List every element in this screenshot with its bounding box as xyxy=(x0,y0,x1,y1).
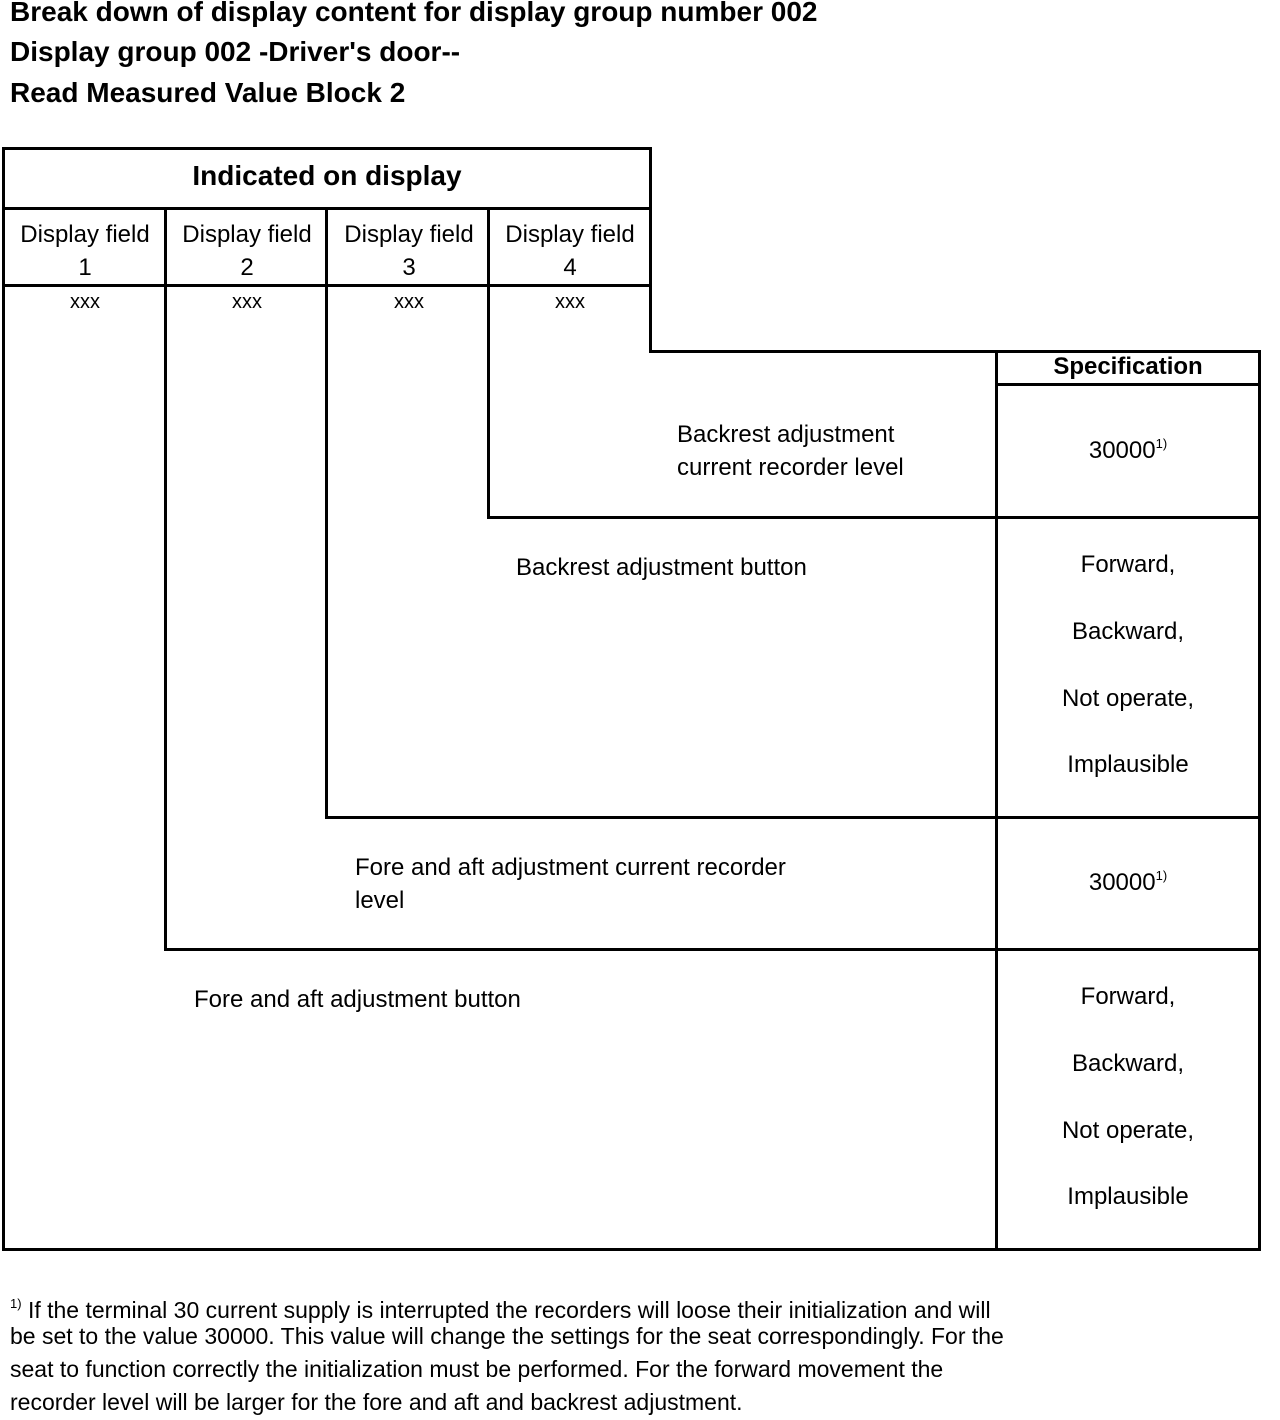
specification-header: Specification xyxy=(1053,353,1203,380)
display-field-2-value: xxx xyxy=(232,291,262,313)
indicated-on-display-header: Indicated on display xyxy=(192,160,462,191)
fore-aft-button-spec-not-operate: Not operate, xyxy=(1061,1117,1195,1144)
backrest-button-spec-forward: Forward, xyxy=(1080,551,1176,578)
display-field-4-value: xxx xyxy=(555,291,585,313)
backrest-recorder-level-spec: 300001) xyxy=(1088,436,1168,464)
footnote-marker: 1) xyxy=(10,1296,22,1311)
document-title: Break down of display content for displa… xyxy=(10,0,818,27)
fore-aft-recorder-level-description: Fore and aft adjustment current recorder… xyxy=(355,854,786,914)
fore-aft-button-spec-implausible: Implausible xyxy=(1067,1183,1189,1210)
display-field-1-value: xxx xyxy=(70,291,100,313)
backrest-button-spec-backward: Backward, xyxy=(1071,618,1185,645)
backrest-button-spec-not-operate: Not operate, xyxy=(1061,685,1195,712)
fore-aft-button-spec-backward: Backward, xyxy=(1071,1050,1185,1077)
backrest-button-spec-implausible: Implausible xyxy=(1067,751,1189,778)
footnote-line-1: 1) If the terminal 30 current supply is … xyxy=(10,1296,991,1323)
fore-aft-button-description: Fore and aft adjustment button xyxy=(194,986,521,1013)
footnote-line-2: be set to the value 30000. This value wi… xyxy=(10,1323,1004,1349)
footnote-line-4: recorder level will be larger for the fo… xyxy=(10,1389,743,1415)
backrest-recorder-level-description: Backrest adjustment current recorder lev… xyxy=(677,421,904,481)
backrest-button-description: Backrest adjustment button xyxy=(516,554,807,581)
fore-aft-button-spec-forward: Forward, xyxy=(1080,983,1176,1010)
footnote-line-3: seat to function correctly the initializ… xyxy=(10,1356,944,1382)
display-group-title: Display group 002 -Driver's door-- xyxy=(10,36,461,67)
display-field-3-value: xxx xyxy=(394,291,424,313)
measured-value-block-title: Read Measured Value Block 2 xyxy=(10,77,406,108)
fore-aft-recorder-level-spec: 300001) xyxy=(1088,868,1168,896)
